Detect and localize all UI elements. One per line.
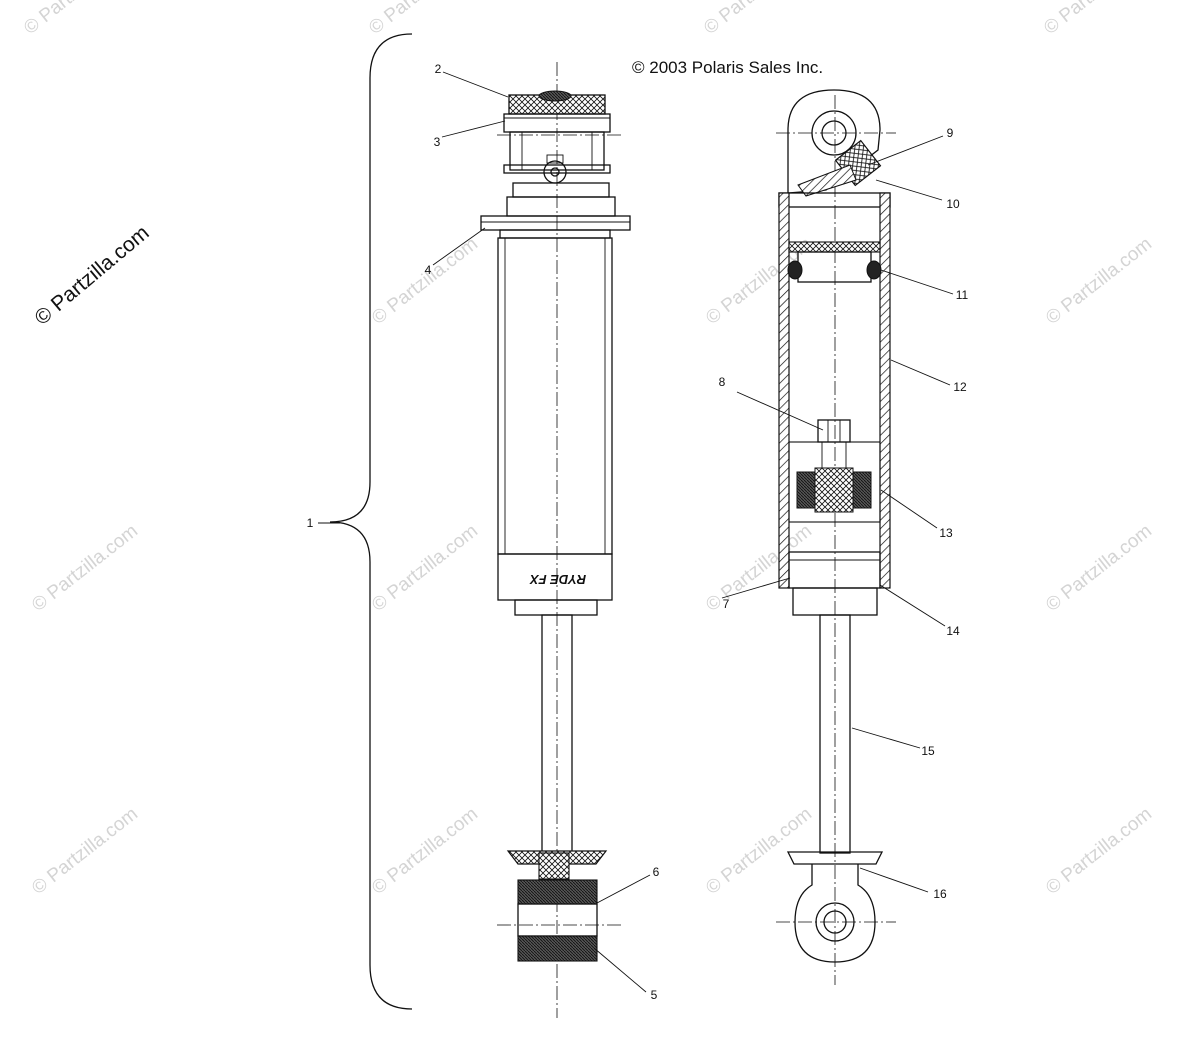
callout-14: 14	[946, 624, 960, 638]
bushing-upper	[517, 879, 598, 905]
piston	[814, 467, 854, 513]
top-eyelet	[811, 110, 857, 156]
callout-9: 9	[947, 126, 954, 140]
watermark: © Partzilla.com	[1042, 521, 1156, 616]
watermark: © Partzilla.com	[28, 521, 142, 616]
lower-eyelet-flange	[786, 851, 884, 865]
spring-collar	[480, 215, 631, 231]
right-shock-section	[776, 89, 896, 985]
bushing	[517, 903, 598, 937]
watermark: © Partzilla.com	[1040, 0, 1154, 39]
watermark: © Partzilla.com	[28, 804, 142, 899]
callout-10: 10	[946, 197, 960, 211]
watermark: © Partzilla.com	[20, 0, 134, 39]
watermark: © Partzilla.com	[700, 0, 814, 39]
watermark: © Partzilla.com	[368, 521, 482, 616]
callout-13: 13	[939, 526, 953, 540]
copyright-notice: © 2003 Polaris Sales Inc.	[632, 58, 823, 77]
left-shock-external: RYDE FX	[480, 62, 631, 1018]
callout-15: 15	[921, 744, 935, 758]
callout-labels: 1 2 3 4 5 6 7 8 9 10 11 12 13 14 15 16	[307, 62, 969, 1002]
watermark: © Partzilla.com	[368, 804, 482, 899]
callout-6: 6	[653, 865, 660, 879]
air-valve	[543, 160, 567, 184]
callout-16: 16	[933, 887, 947, 901]
floating-piston	[788, 241, 881, 253]
assembly-brace	[329, 33, 413, 1010]
shock-body	[497, 237, 613, 555]
callout-2: 2	[435, 62, 442, 76]
callout-8: 8	[719, 375, 726, 389]
bumper-pad	[538, 90, 572, 102]
callout-4: 4	[425, 263, 432, 277]
callout-3: 3	[434, 135, 441, 149]
body-wall	[778, 192, 790, 589]
callout-5: 5	[651, 988, 658, 1002]
watermark: © Partzilla.com	[368, 234, 482, 329]
o-ring	[787, 260, 803, 280]
body-wall	[879, 192, 891, 589]
callout-12: 12	[953, 380, 967, 394]
piston-nut	[817, 419, 851, 443]
watermark: © Partzilla.com	[702, 521, 816, 616]
side-watermark: © Partzilla.com	[30, 221, 153, 330]
section-shaft	[819, 614, 851, 854]
seal-head	[788, 551, 881, 589]
watermark: © Partzilla.com	[1042, 804, 1156, 899]
bushing-lower	[517, 935, 598, 962]
callout-1: 1	[307, 516, 314, 530]
watermark: © Partzilla.com	[365, 0, 479, 39]
watermark: © Partzilla.com	[702, 804, 816, 899]
lower-eyelet	[815, 902, 855, 942]
brand-mark: RYDE FX	[529, 572, 586, 587]
callout-7: 7	[723, 597, 730, 611]
callout-11: 11	[956, 288, 969, 302]
piston-shims	[796, 471, 816, 509]
watermark: © Partzilla.com	[1042, 234, 1156, 329]
